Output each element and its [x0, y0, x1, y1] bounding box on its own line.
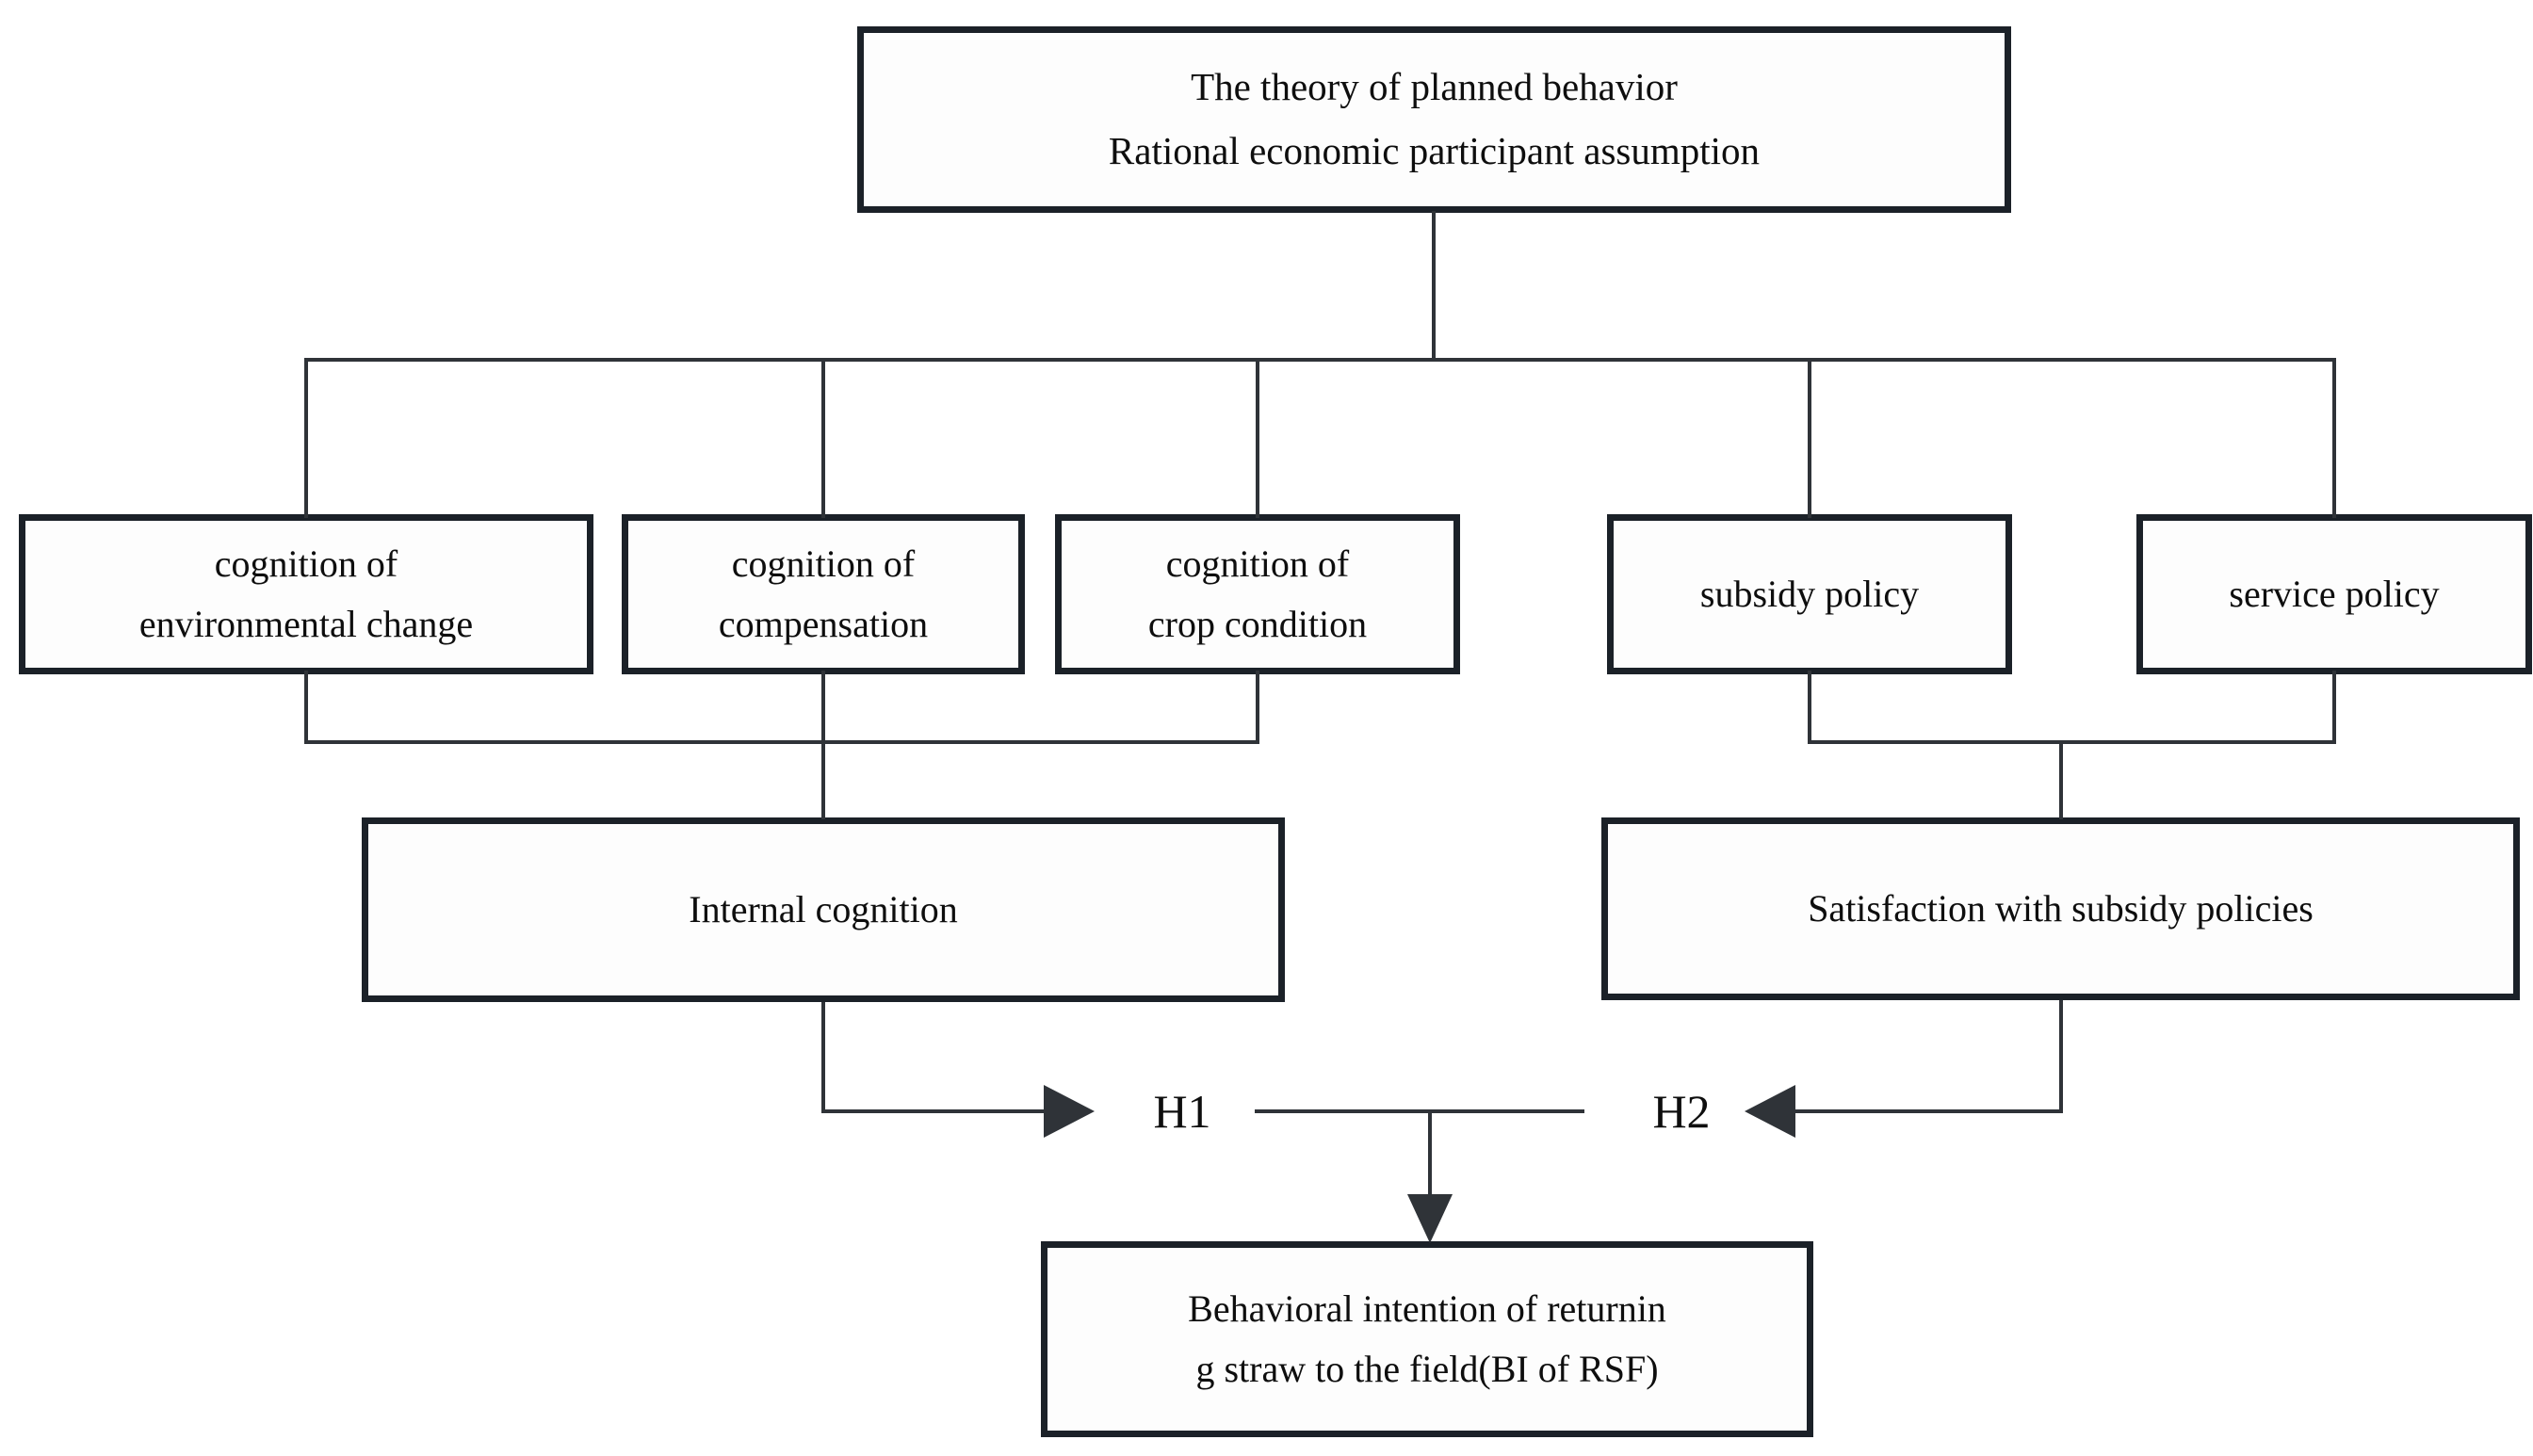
- node-satisfaction-label: Satisfaction with subsidy policies: [1808, 887, 2314, 930]
- connector-drop-compensation: [821, 358, 825, 518]
- node-subsidy-policy-label: subsidy policy: [1699, 573, 1920, 615]
- node-env-change-line-1: cognition of: [214, 542, 398, 585]
- connector-env-change-down: [304, 671, 308, 744]
- node-behavioral-intention-line-1: Behavioral intention of returnin: [1188, 1287, 1666, 1330]
- arrowhead-down-behavioral-icon: [1407, 1194, 1453, 1243]
- connector-satisfaction-stem: [2059, 740, 2063, 819]
- connector-to-behavioral-stem: [1428, 1109, 1432, 1200]
- connector-satisfaction-to-h2-horizontal: [1794, 1109, 2061, 1113]
- node-service-policy-label: service policy: [2229, 573, 2440, 615]
- node-theory-line-1: The theory of planned behavior: [1191, 65, 1678, 109]
- connector-left-merge-bus: [304, 740, 1259, 744]
- arrowhead-right-h1-icon: [1044, 1085, 1095, 1138]
- hypothesis-h2-label: H2: [1652, 1085, 1711, 1138]
- node-behavioral-intention: Behavioral intention of returnin g straw…: [1041, 1241, 1813, 1437]
- node-crop-condition-line-1: cognition of: [1165, 542, 1350, 585]
- connector-drop-service-policy: [2332, 358, 2336, 518]
- connector-internal-cognition-stem: [821, 740, 825, 819]
- connector-right-merge-bus: [1808, 740, 2336, 744]
- node-behavioral-intention-line-2: g straw to the field(BI of RSF): [1195, 1348, 1659, 1390]
- arrowhead-left-h2-icon: [1745, 1085, 1795, 1138]
- node-cognition-compensation: cognition of compensation: [622, 514, 1025, 674]
- node-subsidy-policy: subsidy policy: [1607, 514, 2012, 674]
- node-crop-condition-line-2: crop condition: [1147, 603, 1368, 645]
- hypothesis-h1-label: H1: [1153, 1085, 1211, 1138]
- connector-drop-subsidy-policy: [1808, 358, 1811, 518]
- node-env-change-line-2: environmental change: [138, 603, 474, 645]
- connector-compensation-down: [821, 671, 825, 744]
- connector-theory-stem: [1432, 211, 1436, 360]
- connector-satisfaction-to-h2-vertical: [2059, 1000, 2063, 1113]
- connector-internal-to-h1-vertical: [821, 1002, 825, 1113]
- connector-service-down: [2332, 671, 2336, 744]
- node-compensation-line-2: compensation: [718, 603, 929, 645]
- node-theory-line-2: Rational economic participant assumption: [1108, 129, 1761, 172]
- node-cognition-environmental-change: cognition of environmental change: [19, 514, 593, 674]
- node-compensation-line-1: cognition of: [731, 542, 916, 585]
- connector-branch-bus: [304, 358, 2336, 362]
- connector-drop-env-change: [304, 358, 308, 518]
- node-cognition-crop-condition: cognition of crop condition: [1055, 514, 1460, 674]
- connector-crop-condition-down: [1256, 671, 1259, 744]
- connector-internal-to-h1-horizontal: [821, 1109, 1046, 1113]
- node-service-policy: service policy: [2136, 514, 2532, 674]
- connector-h1-h2-link: [1255, 1109, 1584, 1113]
- node-internal-cognition: Internal cognition: [362, 817, 1285, 1002]
- node-theory-of-planned-behavior: The theory of planned behavior Rational …: [857, 26, 2011, 213]
- node-satisfaction-subsidy-policies: Satisfaction with subsidy policies: [1601, 817, 2520, 1000]
- connector-subsidy-down: [1808, 671, 1811, 744]
- node-internal-cognition-label: Internal cognition: [689, 888, 958, 930]
- connector-drop-crop-condition: [1256, 358, 1259, 518]
